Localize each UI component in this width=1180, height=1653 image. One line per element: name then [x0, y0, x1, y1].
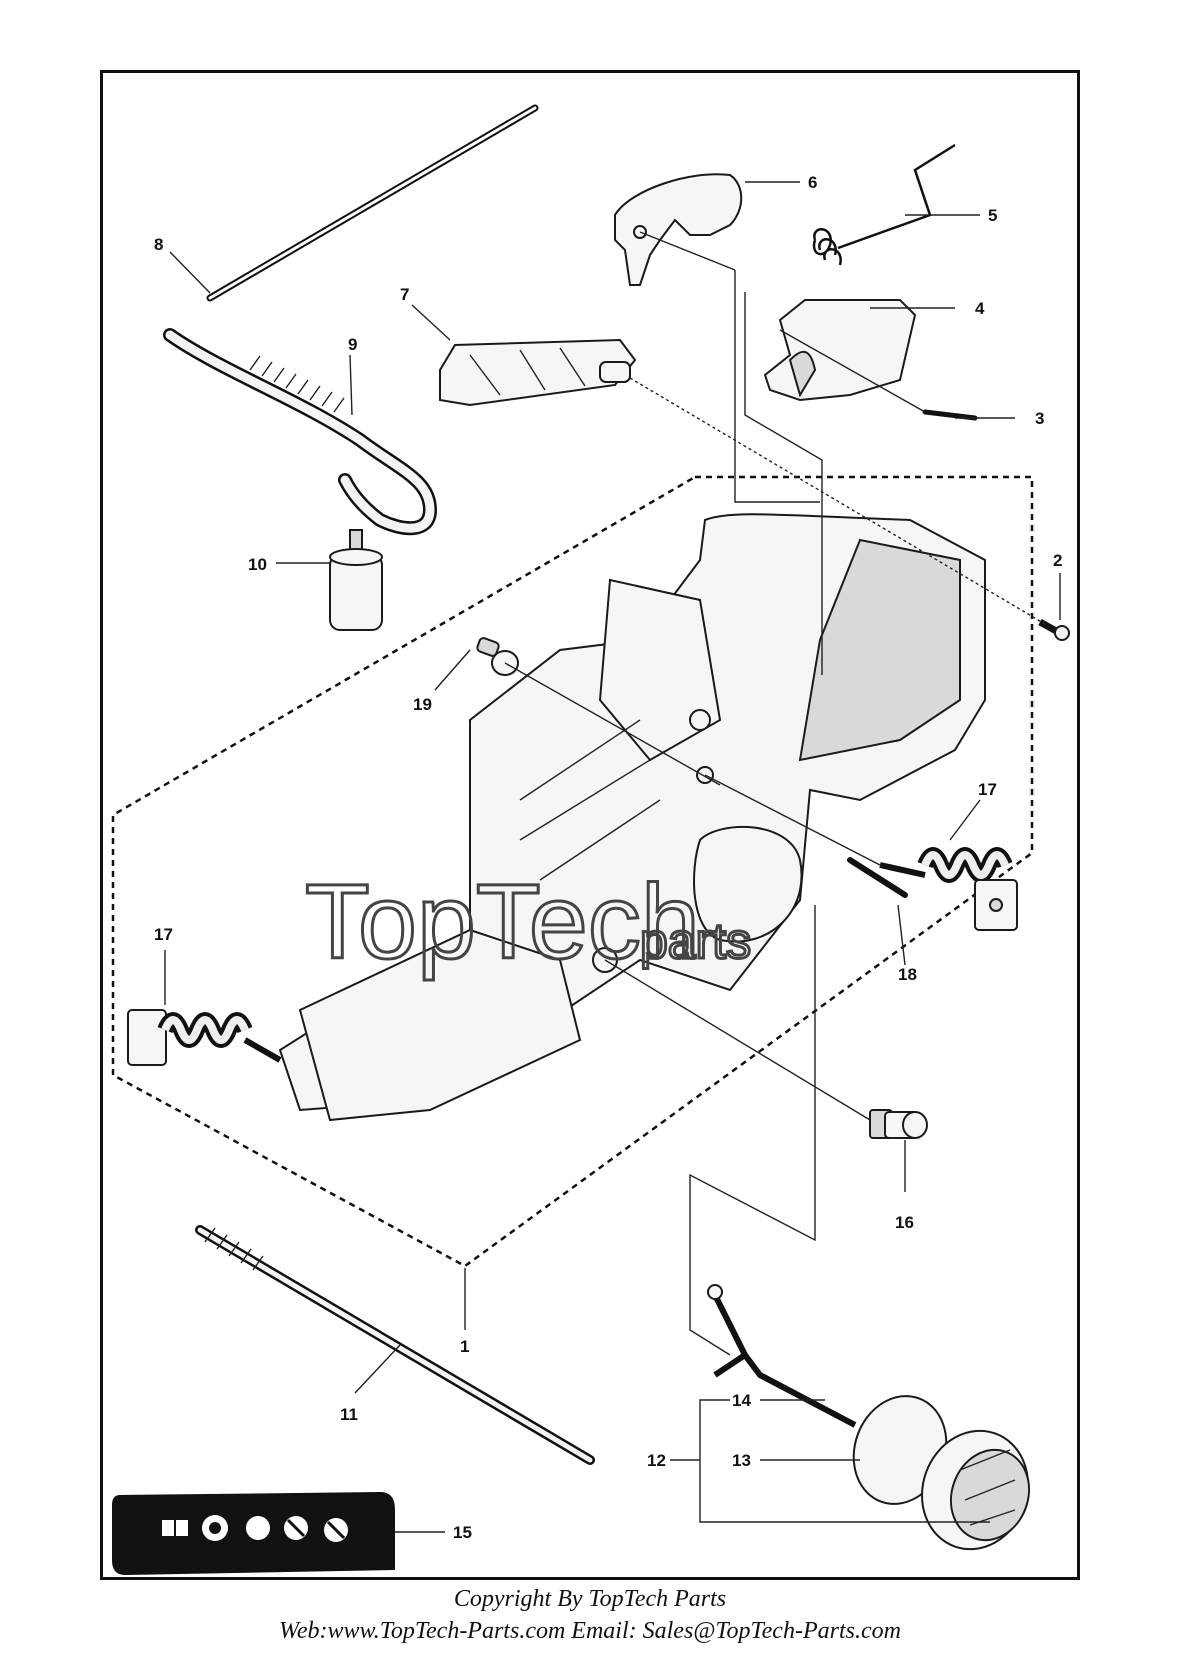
oil-filter-part	[329, 529, 383, 631]
callout-19: 19	[413, 695, 432, 714]
damper-part-left	[127, 1009, 282, 1066]
bushing-part	[476, 637, 519, 676]
pin-part	[922, 409, 978, 421]
strainer-part	[707, 1284, 857, 1428]
callout-2: 2	[1053, 551, 1062, 570]
spring-part	[812, 143, 956, 266]
diagram-frame	[100, 70, 1080, 1580]
callout-1: 1	[460, 1337, 469, 1356]
callout-17-left: 17	[154, 925, 173, 944]
contact-text: Web:www.TopTech-Parts.com Email: Sales@T…	[279, 1618, 901, 1644]
callout-8: 8	[154, 235, 163, 254]
callout-16: 16	[895, 1213, 914, 1232]
watermark-suffix: parts	[640, 913, 751, 969]
callout-labels: 1 2 3 4 5 6 7 8 9 10 11 12 13 14 15 16 1…	[154, 173, 1062, 1542]
callout-10: 10	[248, 555, 267, 574]
oil-hose-part	[163, 328, 438, 536]
leader-lines	[164, 181, 1061, 1533]
callout-5: 5	[988, 206, 997, 225]
damper-part-right	[879, 847, 1018, 931]
callout-13: 13	[732, 1451, 751, 1470]
callout-3: 3	[1035, 409, 1044, 428]
callout-11: 11	[340, 1405, 358, 1424]
tank-housing-part	[278, 513, 986, 1122]
callout-15: 15	[453, 1523, 472, 1542]
lever-part	[763, 299, 917, 402]
callout-17-right: 17	[978, 780, 997, 799]
copyright-text: Copyright By TopTech Parts	[453, 1586, 727, 1612]
pin-part-18	[847, 857, 908, 898]
callout-12: 12	[647, 1451, 666, 1470]
screw-part	[1038, 618, 1070, 641]
cable-part	[195, 1225, 595, 1465]
nipple-part	[869, 1109, 928, 1139]
callout-9: 9	[348, 335, 357, 354]
warning-decal-part	[112, 1492, 395, 1575]
throttle-trigger-part	[439, 338, 637, 407]
callout-14: 14	[732, 1391, 751, 1410]
callout-4: 4	[975, 299, 985, 318]
callout-7: 7	[400, 285, 409, 304]
watermark-brand: TopTech	[305, 863, 700, 981]
throttle-lockout-part	[614, 173, 743, 286]
callout-6: 6	[808, 173, 817, 192]
callout-18: 18	[898, 965, 917, 984]
rod-part	[206, 104, 539, 302]
fuel-cap-part	[921, 1429, 1031, 1551]
